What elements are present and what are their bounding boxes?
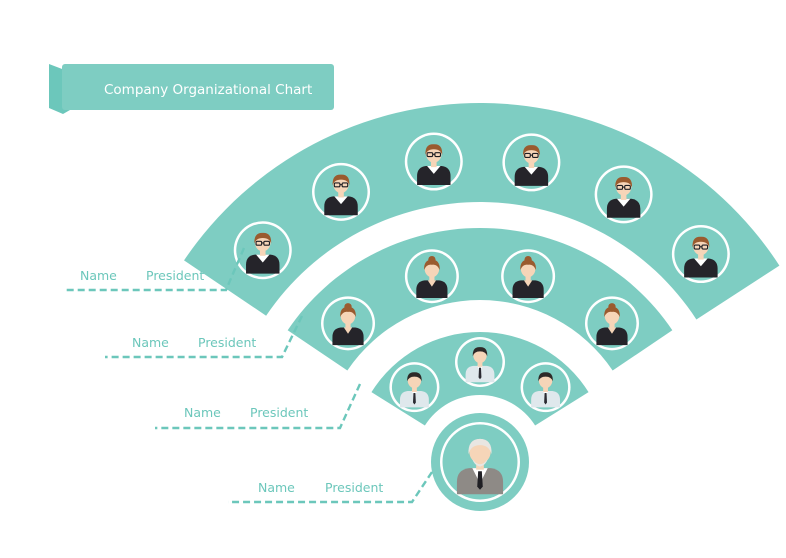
role-label: President [146,268,204,283]
name-label: Name [132,335,169,350]
arc-row4 [184,103,780,320]
man-glasses-icon [246,232,280,274]
man-glasses-icon [417,144,451,185]
label-row2: Name President [155,383,362,430]
woman-icon [416,255,448,298]
leader-line [105,315,304,359]
role-label: President [198,335,256,350]
member-row4-6 [671,225,730,284]
man-icon [465,347,495,383]
member-row4-5 [594,165,653,224]
member-row2-2 [455,337,505,387]
title-box [62,64,334,110]
man-icon [400,372,429,408]
member-row4-1 [233,221,292,280]
member-row3-3 [501,249,556,304]
member-row3-4 [584,296,639,351]
member-row4-3 [404,132,463,191]
member-row4-4 [502,133,561,192]
man-glasses-icon [514,145,549,186]
title-banner: Company Organizational Chart [49,64,334,114]
man-glasses-icon [606,177,641,218]
man-glasses-icon [684,236,718,278]
leader-line [65,247,246,292]
man-icon [531,372,560,408]
member-row2-1 [389,362,440,413]
leader-line [155,383,362,430]
label-row3: Name President [105,315,304,359]
member-row2-3 [520,362,571,413]
member-row4-2 [312,162,371,221]
elderly-man-icon [456,438,504,495]
label-top: Name President [228,471,433,504]
woman-icon [332,303,364,346]
leader-line [228,471,433,504]
woman-icon [596,303,628,346]
arc-row3 [287,227,673,371]
role-label: President [250,405,308,420]
name-label: Name [258,480,295,495]
woman-icon [512,255,544,298]
name-label: Name [184,405,221,420]
name-label: Name [80,268,117,283]
member-row3-1 [321,296,376,351]
role-label: President [325,480,383,495]
chart-title: Company Organizational Chart [104,82,312,98]
label-row4: Name President [65,247,246,292]
member-top-1 [431,413,529,511]
man-glasses-icon [324,174,358,216]
member-row3-2 [404,249,459,304]
